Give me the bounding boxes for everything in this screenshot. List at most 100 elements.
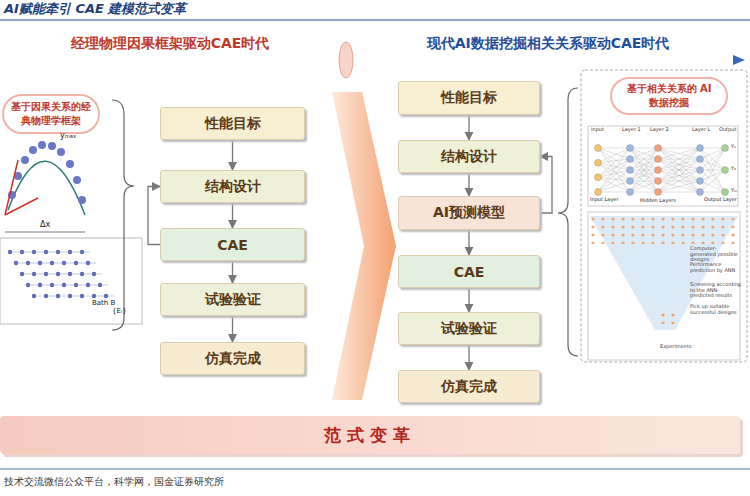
process-box: 性能目标	[160, 107, 305, 140]
nn-link	[700, 148, 725, 170]
process-box: 仿真完成	[160, 342, 305, 375]
lattice-line	[20, 274, 102, 275]
nn-link	[598, 148, 630, 177]
process-box: AI预测模型	[398, 196, 540, 230]
nn-link	[700, 170, 725, 192]
flow-arrow	[468, 345, 469, 370]
nn-link	[630, 148, 658, 181]
node-text: 性能目标	[441, 89, 497, 107]
flow-arrow	[540, 157, 552, 214]
nn-link	[700, 148, 725, 192]
nn-link	[658, 148, 700, 149]
nn-link	[630, 148, 658, 170]
nn-link	[598, 148, 630, 170]
nn-link	[598, 148, 630, 181]
nn-link	[598, 163, 630, 181]
figure-label: Input Layer	[590, 197, 618, 203]
nn-link	[630, 159, 658, 192]
nn-link	[658, 181, 700, 192]
figure-label: Layer 1	[622, 127, 641, 133]
node-text: 经理物理因果框架驱动CAE时代	[71, 35, 270, 53]
era-heading: 现代AI数据挖掘相关关系驱动CAE时代	[388, 33, 708, 55]
node-text: 仿真完成	[205, 350, 261, 368]
figure-label: Performance prediction by ANN	[690, 262, 742, 273]
neuron	[655, 167, 662, 174]
neuron	[697, 189, 704, 196]
nn-link	[598, 170, 630, 192]
nn-link	[630, 181, 658, 192]
source-note: 技术交流微信公众平台，科学网，国金证券研究所	[4, 476, 224, 487]
nn-link	[658, 148, 700, 170]
nn-link	[658, 181, 700, 192]
neuron	[697, 145, 704, 152]
figure-label: Δx	[40, 221, 50, 230]
node-text: 试验验证	[441, 320, 497, 338]
node-text: 结构设计	[441, 148, 497, 166]
nn-link	[598, 177, 630, 192]
nn-link	[598, 148, 630, 192]
title: AI赋能牵引 CAE 建模范式变革	[4, 2, 186, 16]
figure-label: Output Layer	[704, 197, 737, 203]
process-box: 性能目标	[398, 81, 540, 115]
figure-label: Yₘ	[731, 188, 737, 194]
nn-link	[598, 159, 630, 177]
nn-link	[598, 177, 630, 181]
nn-link	[630, 181, 658, 192]
neuron	[655, 145, 662, 152]
figure-label: Computer-generated possible designs	[690, 246, 742, 263]
process-box: 结构设计	[398, 140, 540, 173]
nn-link	[598, 170, 630, 177]
flow-arrow	[232, 203, 233, 228]
node-text: AI预测模型	[433, 204, 505, 222]
nn-link	[700, 170, 725, 192]
nn-link	[598, 148, 630, 163]
figure-label: Pick up suitable successful designs	[690, 304, 742, 315]
nn-link	[598, 148, 630, 192]
process-box: 仿真完成	[398, 370, 540, 403]
lattice-line	[26, 285, 108, 286]
neuron	[595, 174, 602, 181]
neuron	[627, 167, 634, 174]
flow-arrow	[148, 187, 160, 245]
node-text: 性能目标	[205, 115, 261, 133]
figure-label: Layer L	[692, 127, 710, 133]
figure-label: Layer 2	[650, 127, 669, 133]
flow-arrow	[232, 316, 233, 342]
flow-arrow	[468, 115, 469, 140]
neuron	[697, 167, 704, 174]
nn-link	[658, 159, 700, 192]
figure-label: yₘₐₓ	[60, 132, 76, 141]
nn-link	[658, 170, 700, 192]
figure-label: Output	[719, 127, 736, 133]
process-box: 结构设计	[160, 170, 305, 203]
nn-link	[630, 148, 658, 192]
nn-link	[630, 170, 658, 192]
neuron	[722, 189, 729, 196]
nn-link	[700, 170, 725, 181]
node-text: 现代AI数据挖掘相关关系驱动CAE时代	[427, 35, 670, 53]
nn-link	[658, 148, 700, 170]
nn-link	[630, 148, 658, 159]
nn-link	[658, 192, 700, 193]
flow-arrow	[232, 140, 233, 170]
nn-link	[598, 148, 630, 159]
node-text: 范式变革	[324, 424, 416, 447]
nn-link	[598, 181, 630, 192]
badge: 基于因果关系的经典物理学框架	[2, 94, 100, 134]
lattice-line	[8, 252, 90, 253]
neuron	[655, 156, 662, 163]
era-heading: 经理物理因果框架驱动CAE时代	[40, 33, 300, 55]
neuron	[627, 178, 634, 185]
node-text: CAE	[217, 237, 248, 253]
neuron	[595, 145, 602, 152]
nn-link	[658, 148, 700, 159]
figure-label: Input	[591, 127, 604, 133]
flow-arrow	[232, 261, 233, 283]
nn-link	[658, 148, 700, 192]
nn-link	[598, 163, 630, 192]
nn-link	[700, 148, 725, 159]
flow-arrow	[468, 288, 469, 312]
nn-link	[658, 148, 700, 181]
banner-band: 范式变革	[0, 416, 740, 454]
nn-link	[630, 192, 658, 193]
